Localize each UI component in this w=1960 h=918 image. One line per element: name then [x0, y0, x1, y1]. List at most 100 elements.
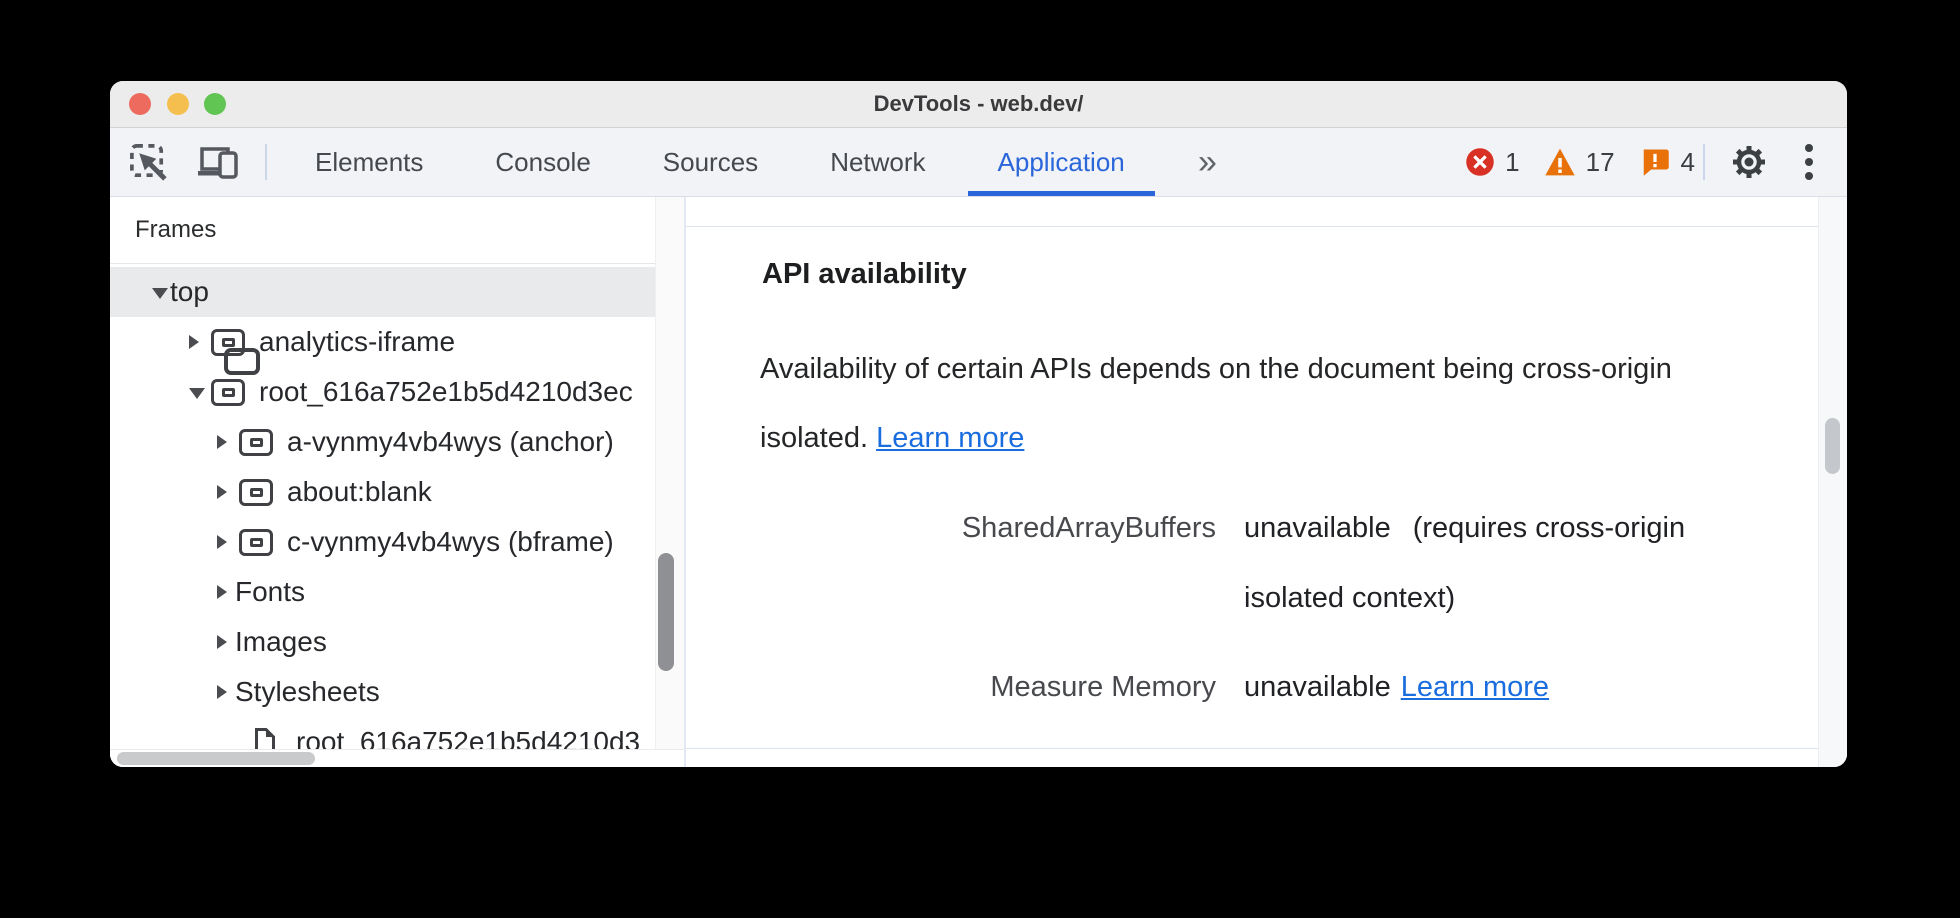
- api-row-value: unavailable(requires cross-origin isolat…: [1244, 493, 1749, 633]
- window-titlebar[interactable]: DevTools - web.dev/: [110, 81, 1847, 128]
- tree-item-label: root_616a752e1b5d4210d3: [296, 726, 641, 749]
- panel-tab-strip: Elements Console Sources Network Application: [285, 128, 1155, 196]
- kebab-menu-icon: [1805, 144, 1813, 152]
- active-tab-underline: [967, 191, 1155, 196]
- chevron-collapsed-icon[interactable]: [217, 635, 235, 649]
- tab-network[interactable]: Network: [800, 128, 955, 196]
- warning-count: 17: [1585, 146, 1615, 177]
- chevron-collapsed-icon[interactable]: [217, 585, 235, 599]
- api-row-label: SharedArrayBuffers: [961, 512, 1216, 544]
- tree-item-label: Stylesheets: [235, 676, 380, 707]
- issues-bubble-icon: [1643, 149, 1669, 176]
- toolbar-divider: [1703, 144, 1705, 180]
- pane-divider[interactable]: [684, 197, 686, 767]
- frames-section-header[interactable]: Frames: [110, 197, 684, 264]
- more-tabs-button[interactable]: »: [1198, 128, 1219, 196]
- frames-header-label: Frames: [135, 216, 217, 243]
- api-value-text: unavailable: [1244, 512, 1391, 544]
- customize-devtools-button[interactable]: [1801, 140, 1817, 184]
- tree-item-label: about:blank: [287, 476, 432, 507]
- tree-item-label: Images: [235, 626, 327, 657]
- minimize-window-button[interactable]: [167, 93, 189, 115]
- chevron-expanded-icon[interactable]: [189, 385, 207, 399]
- tab-elements[interactable]: Elements: [285, 128, 453, 196]
- tree-item-label: Fonts: [235, 576, 306, 607]
- issues-badge[interactable]: 4: [1639, 147, 1695, 178]
- toggle-device-toolbar-button[interactable]: [196, 140, 242, 186]
- sidebar-vertical-scrollbar-thumb[interactable]: [658, 553, 674, 671]
- frame-icon: [211, 328, 245, 356]
- toolbar-right-group: 1 17 4: [1465, 128, 1847, 196]
- content-vertical-scrollbar[interactable]: [1818, 197, 1847, 767]
- api-availability-heading: API availability: [762, 258, 967, 290]
- chevron-double-right-icon: »: [1198, 142, 1219, 181]
- settings-button[interactable]: [1729, 142, 1769, 182]
- api-description-line2: isolated. Learn more: [760, 403, 1024, 473]
- kebab-menu-icon: [1805, 172, 1813, 180]
- tree-item-label: c-vynmy4vb4wys (bframe): [287, 526, 614, 557]
- zoom-window-button[interactable]: [204, 93, 226, 115]
- api-description-line1: Availability of certain APIs depends on …: [760, 353, 1672, 385]
- tab-sources[interactable]: Sources: [633, 128, 788, 196]
- tree-item-label: a-vynmy4vb4wys (anchor): [287, 426, 614, 457]
- api-row-value: unavailable Learn more: [1244, 652, 1749, 722]
- frame-icon: [239, 428, 273, 456]
- device-toolbar-icon: [198, 147, 238, 179]
- chevron-collapsed-icon[interactable]: [217, 685, 235, 699]
- console-warnings-badge[interactable]: 17: [1544, 147, 1615, 178]
- tab-label: Sources: [662, 146, 759, 177]
- tree-item-c-vynmy4vb4wys-bframe[interactable]: c-vynmy4vb4wys (bframe): [110, 517, 655, 567]
- section-top-border: [686, 226, 1818, 227]
- api-value-text: unavailable: [1244, 671, 1391, 703]
- inspect-cursor-icon: [130, 144, 167, 181]
- tab-label: Application: [997, 146, 1125, 177]
- learn-more-link[interactable]: Learn more: [876, 422, 1025, 454]
- tab-label: Console: [495, 146, 591, 177]
- frame-icon: [239, 478, 273, 506]
- api-row-label: Measure Memory: [990, 671, 1216, 703]
- tree-item-top[interactable]: top: [110, 267, 655, 375]
- inspect-element-button[interactable]: [126, 140, 172, 186]
- tree-item-root-616a752e1b5d4210d3[interactable]: root_616a752e1b5d4210d3: [110, 717, 655, 749]
- toolbar-divider: [265, 144, 267, 180]
- gear-icon: [1733, 146, 1765, 178]
- close-window-button[interactable]: [129, 93, 151, 115]
- chevron-collapsed-icon[interactable]: [217, 535, 235, 549]
- tab-label: Elements: [315, 146, 424, 177]
- tree-item-label: root_616a752e1b5d4210d3ec: [259, 376, 633, 407]
- chevron-expanded-icon[interactable]: [152, 285, 170, 299]
- error-count: 1: [1505, 146, 1520, 177]
- section-bottom-border: [686, 748, 1818, 749]
- learn-more-link[interactable]: Learn more: [1400, 671, 1550, 703]
- tree-item-fonts[interactable]: Fonts: [110, 567, 655, 617]
- content-vertical-scrollbar-thumb[interactable]: [1825, 418, 1840, 474]
- chevron-collapsed-icon[interactable]: [217, 485, 235, 499]
- tree-item-label: analytics-iframe: [259, 326, 456, 357]
- document-icon: [254, 728, 276, 749]
- chevron-collapsed-icon[interactable]: [217, 435, 235, 449]
- error-icon: [1466, 148, 1494, 176]
- tab-label: Network: [830, 146, 926, 177]
- tree-item-analytics-iframe[interactable]: analytics-iframe: [110, 317, 655, 367]
- chevron-collapsed-icon[interactable]: [189, 335, 207, 349]
- tab-application[interactable]: Application: [967, 128, 1155, 196]
- console-errors-badge[interactable]: 1: [1465, 146, 1520, 178]
- kebab-menu-icon: [1805, 158, 1813, 166]
- frame-icon: [239, 528, 273, 556]
- sidebar-horizontal-scrollbar-thumb[interactable]: [117, 752, 315, 765]
- window-title: DevTools - web.dev/: [873, 91, 1084, 116]
- tree-item-images[interactable]: Images: [110, 617, 655, 667]
- tree-item-about-blank[interactable]: about:blank: [110, 467, 655, 517]
- tree-item-stylesheets[interactable]: Stylesheets: [110, 667, 655, 717]
- tree-item-root-616a752e1b5d4210d3ec[interactable]: root_616a752e1b5d4210d3ec: [110, 367, 655, 417]
- tab-console[interactable]: Console: [465, 128, 620, 196]
- devtools-toolbar: Elements Console Sources Network Application…: [110, 128, 1847, 197]
- api-value-note: (requires cross-origin isolated context): [1244, 512, 1686, 614]
- issue-count: 4: [1680, 146, 1695, 177]
- tree-item-a-vynmy4vb4wys-anchor[interactable]: a-vynmy4vb4wys (anchor): [110, 417, 655, 467]
- frame-details-view: API availability Availability of certain…: [686, 197, 1847, 767]
